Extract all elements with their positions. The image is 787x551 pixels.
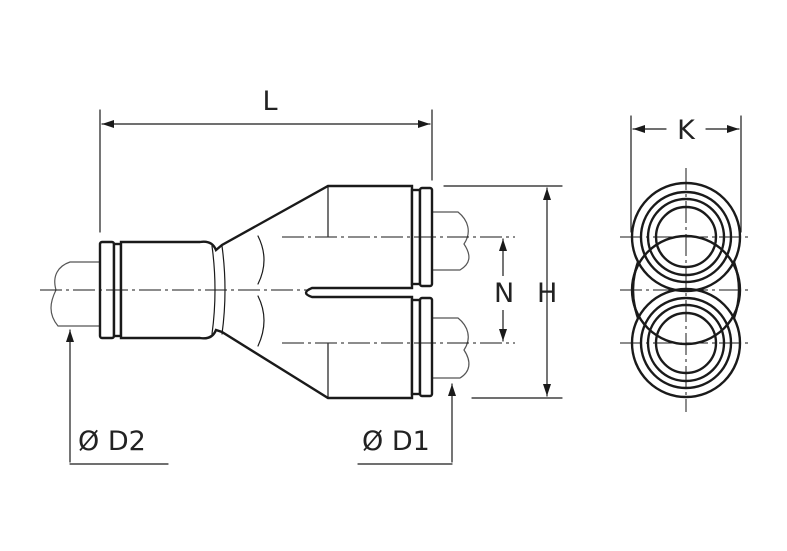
dim-D2-label: Ø D2 (78, 426, 146, 457)
dim-D1-label: Ø D1 (362, 426, 430, 457)
end-view: K (620, 115, 752, 412)
top-right-tube (432, 211, 470, 271)
dim-L-label: L (262, 86, 277, 117)
dim-N-label-bg (491, 276, 517, 310)
left-tube (50, 261, 100, 327)
dim-N-label: N (494, 278, 514, 309)
bottom-right-tube (432, 317, 470, 379)
y-body (119, 184, 414, 400)
inner-curve-bottom (257, 295, 265, 347)
bottom-right-collet-cap (418, 296, 434, 398)
dim-K-label: K (677, 115, 696, 146)
inner-curve-top (257, 235, 265, 285)
side-view: L H N Ø D2 Ø D1 (40, 86, 563, 465)
dim-H-label: H (537, 278, 557, 309)
